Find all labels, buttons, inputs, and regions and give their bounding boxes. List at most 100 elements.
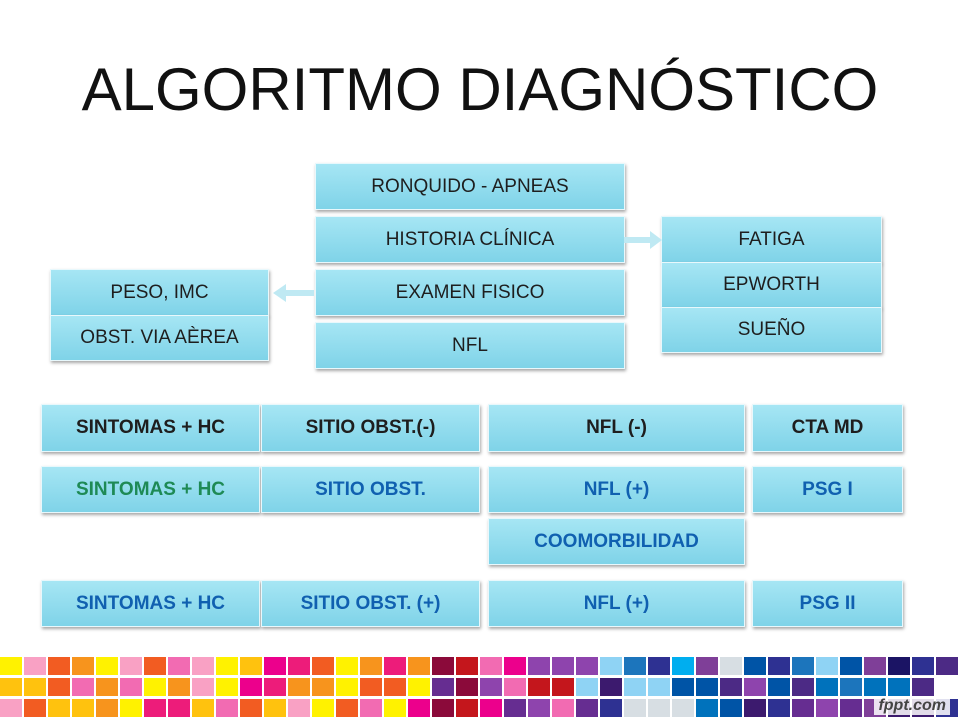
mosaic-tile <box>312 699 334 717</box>
mosaic-tile <box>600 657 622 675</box>
mosaic-tile <box>240 699 262 717</box>
arrow-left-icon <box>273 284 314 302</box>
box-nfl: NFL <box>315 322 625 369</box>
row2-nfl: NFL (+) <box>488 466 745 513</box>
mosaic-row <box>0 657 960 675</box>
mosaic-tile <box>408 699 430 717</box>
mosaic-tile <box>744 657 766 675</box>
mosaic-tile <box>72 699 94 717</box>
mosaic-tile <box>600 699 622 717</box>
mosaic-tile <box>72 678 94 696</box>
mosaic-tile <box>504 699 526 717</box>
mosaic-tile <box>192 678 214 696</box>
mosaic-tile <box>96 678 118 696</box>
mosaic-tile <box>936 657 958 675</box>
row1-sintomas-hc: SINTOMAS + HC <box>41 404 260 452</box>
mosaic-tile <box>672 657 694 675</box>
mosaic-tile <box>72 657 94 675</box>
row4-psg-ii: PSG II <box>752 580 903 627</box>
mosaic-tile <box>864 657 886 675</box>
mosaic-tile <box>912 678 934 696</box>
mosaic-tile <box>624 657 646 675</box>
mosaic-tile <box>216 699 238 717</box>
mosaic-tile <box>192 699 214 717</box>
mosaic-tile <box>528 678 550 696</box>
row4-nfl: NFL (+) <box>488 580 745 627</box>
mosaic-tile <box>288 699 310 717</box>
mosaic-tile <box>816 657 838 675</box>
mosaic-tile <box>384 678 406 696</box>
mosaic-tile <box>336 657 358 675</box>
mosaic-tile <box>168 657 190 675</box>
mosaic-tile <box>168 699 190 717</box>
mosaic-tile <box>216 657 238 675</box>
mosaic-tile <box>408 657 430 675</box>
mosaic-tile <box>696 657 718 675</box>
row2-sitio-obst: SITIO OBST. <box>261 466 480 513</box>
box-obst-via-aerea: OBST. VIA AÈREA <box>50 315 269 361</box>
box-peso-imc: PESO, IMC <box>50 269 269 316</box>
mosaic-tile <box>576 699 598 717</box>
mosaic-tile <box>768 657 790 675</box>
mosaic-tile <box>624 678 646 696</box>
row2-psg-i: PSG I <box>752 466 903 513</box>
mosaic-tile <box>768 699 790 717</box>
mosaic-tile <box>624 699 646 717</box>
mosaic-tile <box>840 678 862 696</box>
mosaic-tile <box>264 678 286 696</box>
mosaic-tile <box>816 678 838 696</box>
box-ronquido-apneas: RONQUIDO - APNEAS <box>315 163 625 210</box>
mosaic-tile <box>648 699 670 717</box>
mosaic-tile <box>672 699 694 717</box>
mosaic-tile <box>480 678 502 696</box>
mosaic-tile <box>744 699 766 717</box>
mosaic-tile <box>432 678 454 696</box>
row4-sintomas-hc: SINTOMAS + HC <box>41 580 260 627</box>
row1-nfl: NFL (-) <box>488 404 745 452</box>
arrow-right-icon <box>624 231 662 249</box>
mosaic-tile <box>720 657 742 675</box>
fppt-logo: fppt.com <box>874 697 950 715</box>
row1-cta-md: CTA MD <box>752 404 903 452</box>
mosaic-row <box>0 699 960 717</box>
mosaic-tile <box>24 678 46 696</box>
mosaic-tile <box>792 657 814 675</box>
mosaic-tile <box>24 699 46 717</box>
mosaic-tile <box>0 678 22 696</box>
mosaic-tile <box>456 699 478 717</box>
box-coomorbilidad: COOMORBILIDAD <box>488 518 745 565</box>
mosaic-tile <box>648 657 670 675</box>
row2-sintomas-hc: SINTOMAS + HC <box>41 466 260 513</box>
mosaic-tile <box>336 678 358 696</box>
mosaic-tile <box>552 678 574 696</box>
mosaic-tile <box>528 699 550 717</box>
mosaic-tile <box>288 657 310 675</box>
mosaic-tile <box>744 678 766 696</box>
mosaic-tile <box>48 657 70 675</box>
box-fatiga: FATIGA <box>661 216 882 263</box>
mosaic-tile <box>144 699 166 717</box>
mosaic-tile <box>696 699 718 717</box>
mosaic-tile <box>0 699 22 717</box>
mosaic-tile <box>312 657 334 675</box>
box-examen-fisico: EXAMEN FISICO <box>315 269 625 316</box>
mosaic-row <box>0 678 960 696</box>
mosaic-tile <box>384 699 406 717</box>
mosaic-tile <box>552 699 574 717</box>
mosaic-tile <box>480 657 502 675</box>
box-sueno: SUEÑO <box>661 307 882 353</box>
mosaic-tile <box>936 678 958 696</box>
mosaic-tile <box>120 699 142 717</box>
mosaic-tile <box>144 657 166 675</box>
mosaic-tile <box>768 678 790 696</box>
mosaic-tile <box>120 678 142 696</box>
mosaic-tile <box>168 678 190 696</box>
mosaic-tile <box>480 699 502 717</box>
mosaic-tile <box>384 657 406 675</box>
mosaic-tile <box>648 678 670 696</box>
mosaic-tile <box>504 678 526 696</box>
mosaic-tile <box>96 699 118 717</box>
mosaic-tile <box>720 678 742 696</box>
slide-title: ALGORITMO DIAGNÓSTICO <box>81 56 879 123</box>
mosaic-tile <box>264 699 286 717</box>
